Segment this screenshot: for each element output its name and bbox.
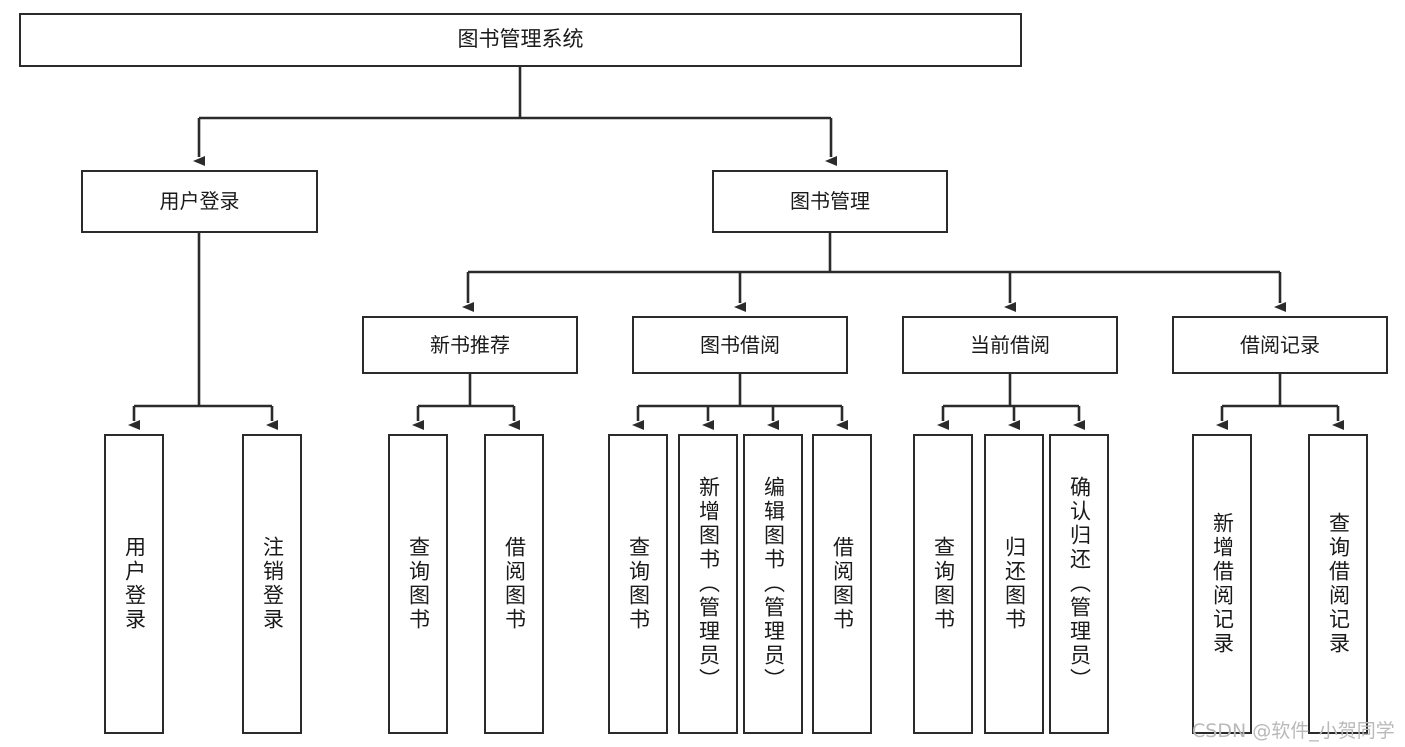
edge-userlogin-to-leaves [128, 233, 278, 430]
node-leaf-borrow-book-2-label: 借阅图书 [830, 536, 855, 632]
edge-currentborrow-to-leaves [937, 374, 1085, 430]
node-leaf-confirm-return-label: 确认归还（管理员） [1067, 476, 1092, 692]
node-leaf-query-book-3-label: 查询图书 [931, 536, 956, 632]
node-new-book-recommend-label: 新书推荐 [430, 332, 510, 357]
node-leaf-confirm-return[interactable]: 确认归还（管理员） [1049, 434, 1109, 734]
node-leaf-query-book-2-label: 查询图书 [626, 536, 651, 632]
node-root[interactable]: 图书管理系统 [19, 13, 1022, 67]
node-user-login-label: 用户登录 [159, 189, 240, 214]
node-leaf-query-book-3[interactable]: 查询图书 [913, 434, 973, 734]
node-book-borrow[interactable]: 图书借阅 [632, 316, 848, 374]
node-leaf-edit-book[interactable]: 编辑图书（管理员） [743, 434, 803, 734]
node-leaf-user-login-label: 用户登录 [122, 536, 147, 632]
node-leaf-query-record[interactable]: 查询借阅记录 [1308, 434, 1368, 734]
edge-newbook-to-leaves [412, 374, 520, 430]
edge-bookborrow-to-leaves [632, 374, 848, 430]
edge-root-to-level2 [193, 67, 837, 166]
node-leaf-add-record[interactable]: 新增借阅记录 [1192, 434, 1252, 734]
node-leaf-edit-book-label: 编辑图书（管理员） [761, 476, 786, 692]
edge-borrowrecord-to-leaves [1216, 374, 1344, 430]
edge-bookmanage-to-level3 [462, 233, 1286, 312]
node-leaf-add-record-label: 新增借阅记录 [1210, 512, 1235, 656]
csdn-watermark: CSDN @软件_小贺同学 [1192, 720, 1395, 742]
node-leaf-add-book[interactable]: 新增图书（管理员） [678, 434, 738, 734]
node-borrow-record[interactable]: 借阅记录 [1172, 316, 1388, 374]
node-current-borrow[interactable]: 当前借阅 [902, 316, 1118, 374]
node-leaf-query-book-2[interactable]: 查询图书 [608, 434, 668, 734]
node-leaf-borrow-book-1-label: 借阅图书 [502, 536, 527, 632]
node-user-login[interactable]: 用户登录 [81, 170, 318, 233]
node-book-manage-label: 图书管理 [790, 189, 870, 214]
node-book-manage[interactable]: 图书管理 [712, 170, 948, 233]
node-leaf-user-logout[interactable]: 注销登录 [242, 434, 302, 734]
node-book-borrow-label: 图书借阅 [700, 332, 780, 357]
node-leaf-borrow-book-2[interactable]: 借阅图书 [812, 434, 872, 734]
node-leaf-user-logout-label: 注销登录 [260, 536, 285, 632]
node-borrow-record-label: 借阅记录 [1240, 332, 1320, 357]
node-current-borrow-label: 当前借阅 [970, 332, 1050, 357]
node-leaf-query-book-1[interactable]: 查询图书 [388, 434, 448, 734]
node-leaf-borrow-book-1[interactable]: 借阅图书 [484, 434, 544, 734]
node-leaf-query-book-1-label: 查询图书 [406, 536, 431, 632]
node-leaf-user-login[interactable]: 用户登录 [104, 434, 164, 734]
node-leaf-add-book-label: 新增图书（管理员） [696, 476, 721, 692]
node-leaf-return-book-label: 归还图书 [1002, 536, 1027, 632]
node-new-book-recommend[interactable]: 新书推荐 [362, 316, 578, 374]
node-leaf-return-book[interactable]: 归还图书 [984, 434, 1044, 734]
node-root-label: 图书管理系统 [457, 27, 584, 52]
node-leaf-query-record-label: 查询借阅记录 [1326, 512, 1351, 656]
